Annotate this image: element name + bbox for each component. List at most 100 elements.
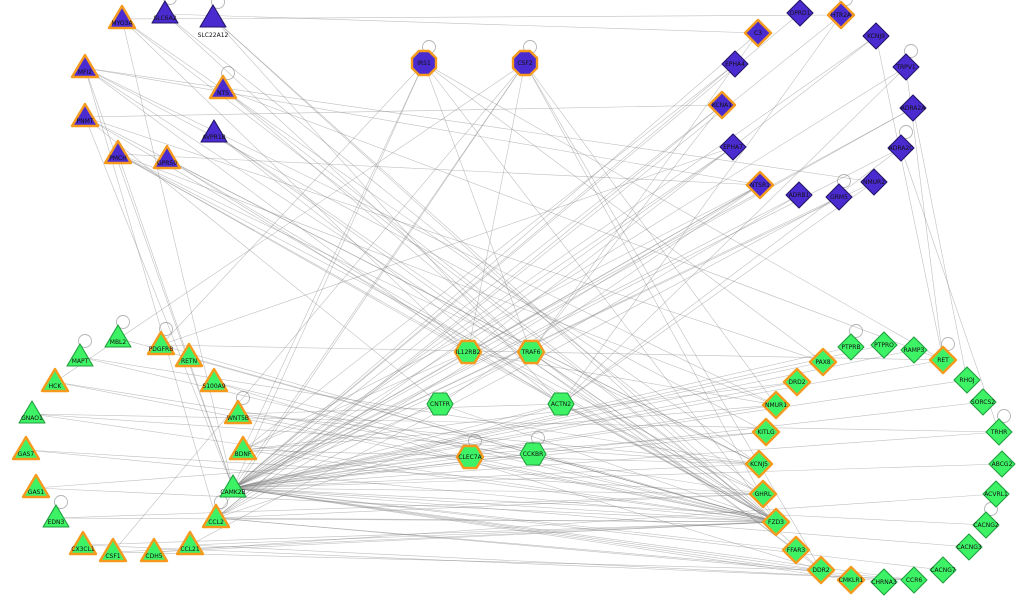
node-OPRD1[interactable]: OPRD1 — [786, 0, 814, 27]
triangle-node-shape — [175, 530, 205, 556]
node-SLC22A12[interactable]: SLC22A12 — [198, 4, 229, 39]
edge-MAPT-KCNJ5 — [79, 356, 760, 465]
node-DRD2[interactable]: DRD2 — [782, 367, 812, 397]
node-CACNG7[interactable]: CACNG7 — [929, 556, 957, 584]
edge-MFI2-KITLG — [84, 67, 767, 433]
node-ADRB1[interactable]: ADRB1 — [785, 181, 813, 209]
node-CSF2[interactable]: CSF2 — [511, 49, 539, 77]
node-GHRL[interactable]: GHRL — [748, 479, 778, 509]
edge-BDNF-DRD2 — [242, 381, 798, 451]
node-EDN3[interactable]: EDN3 — [42, 504, 70, 528]
edge-EPHA4-BDNF — [242, 63, 736, 451]
diamond-node-shape — [982, 480, 1010, 508]
node-HTR2A[interactable]: HTR2A — [826, 0, 856, 30]
node-WNT5B[interactable]: WNT5B — [223, 399, 253, 425]
node-AVPR1B[interactable]: AVPR1B — [200, 119, 228, 143]
node-ADRA2A[interactable]: ADRA2A — [899, 94, 927, 122]
node-FFAR3[interactable]: FFAR3 — [781, 535, 811, 565]
node-PNMT[interactable]: PNMT — [70, 102, 100, 128]
edge-CAMK2B-CACNG2 — [232, 487, 987, 526]
node-CHRNA3[interactable]: CHRNA3 — [870, 568, 898, 596]
node-DDR2[interactable]: DDR2 — [806, 555, 836, 585]
node-IRS1[interactable]: IRS1 — [410, 49, 438, 77]
octagon-node-shape — [410, 49, 438, 77]
diamond-node-shape — [785, 181, 813, 209]
node-KITLG[interactable]: KITLG — [751, 417, 781, 447]
edge-MAPT-FZD3 — [79, 356, 777, 523]
hexagon-node-shape — [455, 444, 485, 470]
node-PMCH[interactable]: PMCH — [103, 139, 133, 165]
triangle-node-shape — [70, 53, 100, 79]
node-ABCG2[interactable]: ABCG2 — [988, 450, 1016, 478]
self-loop-SLC6A2 — [163, 0, 177, 5]
edge-KCNA1-CAMK2B — [232, 104, 723, 489]
node-MYO3A[interactable]: MYO3A — [107, 4, 137, 30]
node-EPHA4[interactable]: EPHA4 — [721, 50, 749, 78]
node-NMUR1[interactable]: NMUR1 — [761, 390, 791, 420]
node-CCL21[interactable]: CCL21 — [175, 530, 205, 556]
node-BDNF[interactable]: BDNF — [228, 435, 258, 461]
node-CSF1[interactable]: CSF1 — [98, 537, 128, 563]
edge-CAMK2B-CACNG3 — [232, 487, 970, 548]
node-MAPT[interactable]: MAPT — [66, 343, 94, 367]
node-SLC6A2[interactable]: SLC6A2 — [151, 0, 179, 24]
node-CCKBR[interactable]: CCKBR — [519, 442, 547, 466]
node-RHOJ[interactable]: RHOJ — [953, 366, 981, 394]
node-ACVRL1[interactable]: ACVRL1 — [982, 480, 1010, 508]
self-loop-PTPRB — [849, 324, 863, 338]
edge-CSF2-FZD3 — [524, 62, 777, 523]
node-HCK[interactable]: HCK — [40, 367, 70, 393]
node-NTS[interactable]: NTS — [208, 74, 238, 100]
diamond-node-shape — [900, 566, 928, 594]
edge-PMCH-FZD3 — [117, 153, 777, 523]
node-MBL2[interactable]: MBL2 — [104, 324, 132, 348]
edge-KCNJ9-RET — [875, 35, 944, 361]
node-CX3CL1[interactable]: CX3CL1 — [68, 530, 98, 556]
node-NTSR1[interactable]: NTSR1 — [745, 170, 775, 200]
node-GNAO1[interactable]: GNAO1 — [18, 400, 46, 424]
edge-PNMT-KCNA1 — [84, 104, 723, 118]
diamond-node-shape — [825, 183, 853, 211]
triangle-node-shape — [201, 503, 231, 529]
node-CCL2[interactable]: CCL2 — [201, 503, 231, 529]
edge-OPRD1-CAMK2B — [232, 12, 801, 489]
node-S100A9[interactable]: S100A9 — [199, 367, 229, 393]
node-TRHR[interactable]: TRHR — [985, 418, 1013, 446]
node-CLEC7A[interactable]: CLEC7A — [455, 444, 485, 470]
node-IL12RB2[interactable]: IL12RB2 — [453, 339, 483, 365]
node-GAS1[interactable]: GAS1 — [21, 473, 51, 499]
node-EPHA7[interactable]: EPHA7 — [719, 133, 747, 161]
node-C3[interactable]: C3 — [743, 18, 773, 48]
node-PTPRB[interactable]: PTPRB — [837, 333, 865, 361]
edge-S100A9-DDR2 — [213, 381, 822, 571]
node-RET[interactable]: RET — [928, 345, 958, 375]
edge-ADRA2C-TRHR — [900, 147, 1000, 433]
triangle-node-shape — [199, 4, 227, 28]
edge-MFI2-NMUR2 — [84, 67, 875, 183]
node-GAS7[interactable]: GAS7 — [11, 435, 41, 461]
triangle-node-shape — [152, 144, 182, 170]
triangle-node-shape — [21, 473, 51, 499]
edge-GPR50-ACTN2 — [166, 158, 562, 405]
node-MFI2[interactable]: MFI2 — [70, 53, 100, 79]
node-PAX8[interactable]: PAX8 — [808, 347, 838, 377]
node-CMKLR1[interactable]: CMKLR1 — [836, 565, 866, 595]
node-CCR6[interactable]: CCR6 — [900, 566, 928, 594]
node-TRAF6[interactable]: TRAF6 — [516, 339, 546, 365]
node-CACNG3[interactable]: CACNG3 — [955, 533, 983, 561]
triangle-node-shape — [200, 119, 228, 143]
edge-GNAO1-TRHR — [31, 413, 1000, 433]
edge-CAMK2B-NMUR1 — [232, 404, 777, 489]
node-CACNG2[interactable]: CACNG2 — [972, 511, 1000, 539]
edge-CAMK2B-GHRL — [232, 487, 764, 495]
edge-CAMK2B-CMKLR1 — [232, 487, 852, 581]
node-ADRA2C[interactable]: ADRA2C — [887, 134, 915, 162]
node-KCNJ9[interactable]: KCNJ9 — [862, 22, 890, 50]
node-ACTN2[interactable]: ACTN2 — [547, 392, 575, 416]
edge-MFI2-NMUR1 — [84, 67, 777, 406]
node-KCNJ5[interactable]: KCNJ5 — [744, 449, 774, 479]
triangle-node-shape — [151, 0, 179, 24]
node-NMUR2[interactable]: NMUR2 — [860, 168, 888, 196]
triangle-node-shape — [11, 435, 41, 461]
